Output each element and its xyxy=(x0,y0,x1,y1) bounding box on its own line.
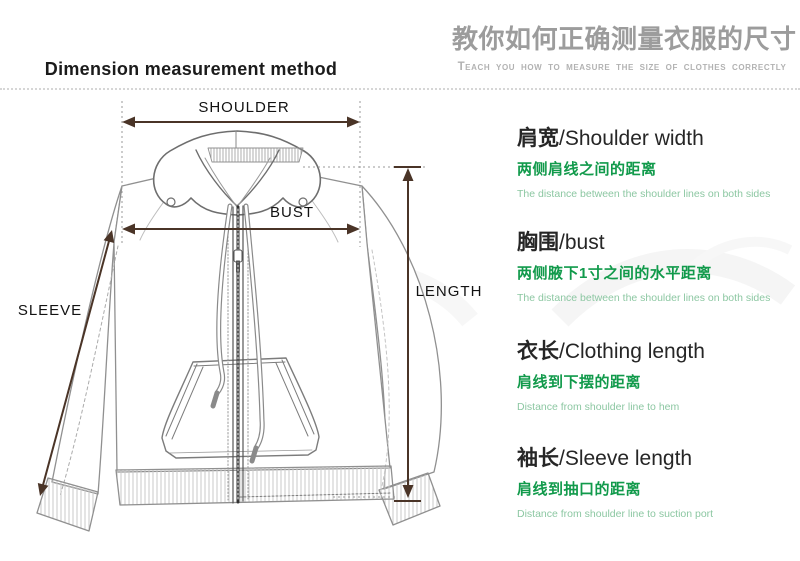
measurement-arrows xyxy=(37,116,421,502)
section-title: 肩宽/Shoulder width xyxy=(517,127,800,151)
section-desc-en: Distance from shoulder line to hem xyxy=(517,401,680,413)
shoulder-measure-label: SHOULDER xyxy=(198,99,290,116)
section-shoulder-width: 肩宽/Shoulder width 两侧肩线之间的距离 The distance… xyxy=(517,127,800,200)
section-title-zh: 袖长 xyxy=(517,447,559,470)
section-title: 袖长/Sleeve length xyxy=(517,447,800,471)
page-title: Dimension measurement method xyxy=(44,59,338,79)
section-desc-en: The distance between the shoulder lines … xyxy=(517,188,771,200)
section-desc-zh: 肩线到抽口的距离 xyxy=(517,481,642,498)
jacket-drawing xyxy=(36,130,442,532)
section-title-zh: 衣长 xyxy=(517,340,559,363)
sleeve-measure-label: SLEEVE xyxy=(17,302,83,319)
dotted-divider xyxy=(0,88,800,90)
section-desc-en: Distance from shoulder line to suction p… xyxy=(517,508,714,520)
header-title-zh: 教你如何正确测量衣服的尺寸 xyxy=(452,24,797,54)
section-desc-en: The distance between the shoulder lines … xyxy=(517,292,771,304)
section-desc-zh: 两侧肩线之间的距离 xyxy=(517,161,657,178)
bust-measure-label: BUST xyxy=(269,204,314,221)
section-title-zh: 肩宽 xyxy=(517,127,559,150)
section-desc-zh: 肩线到下摆的距离 xyxy=(517,374,642,391)
section-desc-zh: 两侧腋下1寸之间的水平距离 xyxy=(517,265,712,282)
section-title: 衣长/Clothing length xyxy=(517,340,800,364)
section-title: 胸围/bust xyxy=(517,231,800,255)
header-right: 教你如何正确测量衣服的尺寸 Teach you how to measure t… xyxy=(452,19,797,73)
section-sleeve-length: 袖长/Sleeve length 肩线到抽口的距离 Distance from … xyxy=(517,447,800,520)
section-title-en: /Shoulder width xyxy=(559,127,704,150)
header-subtitle-en: Teach you how to measure the size of clo… xyxy=(457,61,787,73)
section-clothing-length: 衣长/Clothing length 肩线到下摆的距离 Distance fro… xyxy=(517,340,800,413)
length-measure-label: LENGTH xyxy=(415,283,483,300)
section-bust: 胸围/bust 两侧腋下1寸之间的水平距离 The distance betwe… xyxy=(517,231,800,304)
section-title-en: /Sleeve length xyxy=(559,447,693,470)
section-title-en: /Clothing length xyxy=(559,340,705,363)
section-title-zh: 胸围 xyxy=(517,231,559,254)
section-title-en: /bust xyxy=(559,231,605,254)
